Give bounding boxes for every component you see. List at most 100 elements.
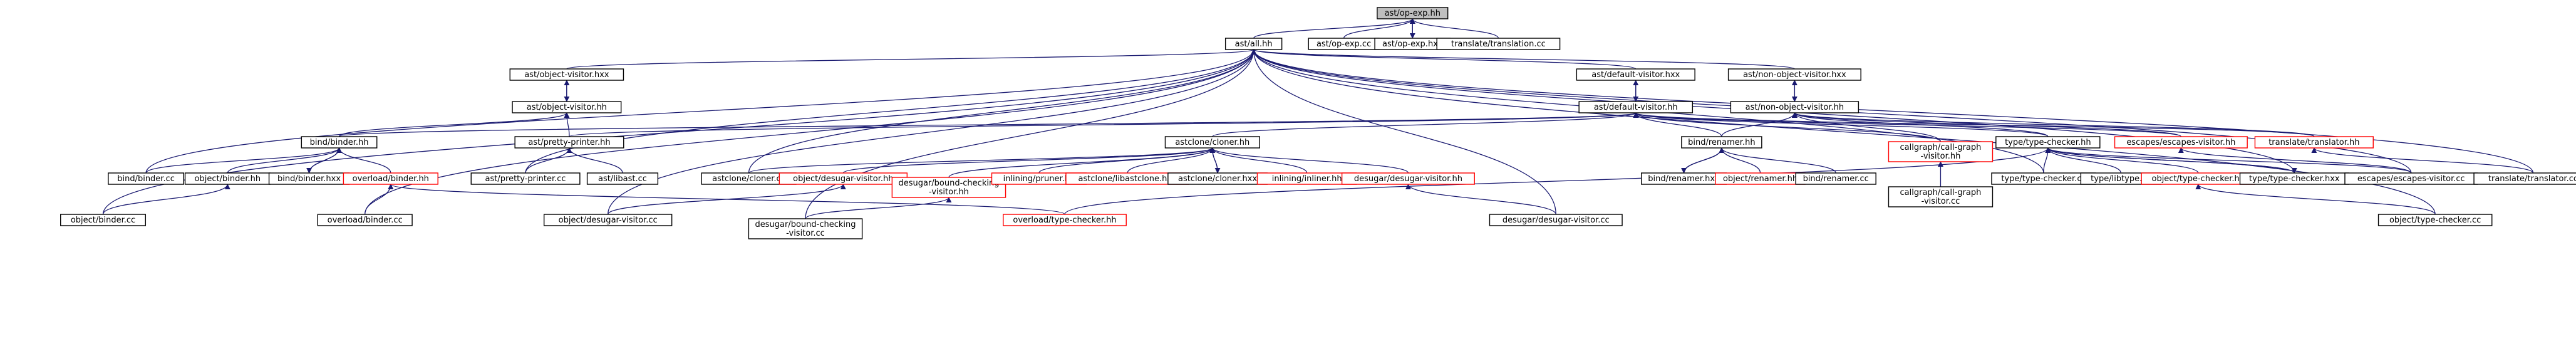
edge-desugar_cc-to-desugar_hh: [1405, 184, 1556, 215]
edge-cloner_hh-to-cloner_hxx: [1212, 147, 1221, 174]
file-node-renamer-hh[interactable]: bind/renamer.hh: [1681, 136, 1762, 149]
node-box: [586, 172, 659, 185]
file-node-callgraph-cc[interactable]: callgraph/call-graph-visitor.cc: [1888, 186, 1994, 207]
edge-escapes_hh-to-nonobjvis_hh: [1792, 112, 2181, 137]
file-node-renamer-cc[interactable]: bind/renamer.cc: [1795, 172, 1876, 185]
file-node-prettyprinter-cc[interactable]: ast/pretty-printer.cc: [470, 172, 581, 185]
node-label: overload/binder.hh: [353, 174, 429, 184]
file-node-nonobjvis-hh[interactable]: ast/non-object-visitor.hh: [1730, 101, 1860, 113]
file-node-objdesugar-hh[interactable]: object/desugar-visitor.hh: [778, 172, 908, 185]
file-node-objrenamer-hh[interactable]: object/renamer.hh: [1715, 172, 1806, 185]
node-label: astclone/cloner.cc: [712, 174, 785, 184]
node-label: ast/op-exp.cc: [1316, 39, 1371, 49]
file-node-libastclone-cc[interactable]: astclone/libastclone.hxx: [1065, 172, 1190, 185]
node-box: [470, 172, 581, 185]
node-box: [1341, 172, 1475, 185]
node-label: desugar/desugar-visitor.hh: [1354, 174, 1462, 184]
file-node-libtype-cc[interactable]: type/libtype.cc: [2080, 172, 2162, 185]
node-label: ast/libast.cc: [598, 174, 647, 184]
file-node-callgraph-hh[interactable]: callgraph/call-graph-visitor.hh: [1888, 141, 1994, 162]
file-node-escapes-cc[interactable]: escapes/escapes-visitor.cc: [2344, 172, 2478, 185]
file-node-binder-hh[interactable]: bind/binder.hh: [301, 136, 378, 149]
edge-translator_cc-to-translator_hh: [2311, 147, 2534, 174]
file-node-opexp-cc[interactable]: ast/op-exp.cc: [1308, 38, 1380, 50]
file-node-objvis-hh[interactable]: ast/object-visitor.hh: [512, 101, 622, 113]
node-box: [1224, 38, 1283, 50]
file-node-defvis-hh[interactable]: ast/default-visitor.hh: [1578, 101, 1694, 113]
node-label: type/type-checker.cc: [2001, 174, 2086, 184]
node-label: ast/op-exp.hxx: [1382, 39, 1443, 49]
file-node-boundcheck-cc[interactable]: desugar/bound-checking-visitor.cc: [748, 218, 863, 239]
node-box: [2473, 172, 2576, 185]
edge-binder_cc-to-binder_hh: [145, 147, 342, 174]
node-label: object/desugar-visitor.cc: [559, 216, 658, 225]
file-node-desugar-cc[interactable]: desugar/desugar-visitor.cc: [1489, 214, 1623, 226]
node-label: translate/translator.cc: [2488, 174, 2576, 184]
edge-objtypechecker_cc-to-objtypechecker_hh: [2195, 184, 2436, 215]
file-node-overload-tc-hh[interactable]: overload/type-checker.hh: [1003, 214, 1127, 226]
file-node-overload-binder-cc[interactable]: overload/binder.cc: [317, 214, 413, 226]
file-node-binder-cc[interactable]: bind/binder.cc: [108, 172, 184, 185]
node-box: [2114, 136, 2248, 149]
file-node-objbinder-hh[interactable]: object/binder.hh: [184, 172, 271, 185]
file-node-boundcheck-hh[interactable]: desugar/bound-checking-visitor.hh: [891, 177, 1006, 198]
node-label: -visitor.hh: [929, 187, 969, 197]
file-node-cloner-cc[interactable]: astclone/cloner.cc: [701, 172, 797, 185]
node-label: ast/pretty-printer.hh: [528, 138, 610, 147]
node-label: bind/binder.cc: [117, 174, 175, 184]
file-node-typechecker-hxx[interactable]: type/type-checker.hxx: [2239, 172, 2349, 185]
file-node-typechecker-hh[interactable]: type/type-checker.hh: [1995, 136, 2101, 149]
file-node-overload-binder-hh[interactable]: overload/binder.hh: [343, 172, 438, 185]
node-box: [301, 136, 378, 149]
edge-opexp_cc-to-opexp_hh: [1343, 18, 1415, 39]
file-node-escapes-hh[interactable]: escapes/escapes-visitor.hh: [2114, 136, 2248, 149]
file-node-nonobjvis-hxx[interactable]: ast/non-object-visitor.hxx: [1727, 68, 1861, 81]
file-node-objbinder-cc[interactable]: object/binder.cc: [60, 214, 147, 226]
node-box: [1795, 172, 1876, 185]
file-node-translator-hh[interactable]: translate/translator.hh: [2254, 136, 2374, 149]
file-node-defvis-hxx[interactable]: ast/default-visitor.hxx: [1576, 68, 1695, 81]
file-node-typechecker-cc[interactable]: type/type-checker.cc: [1991, 172, 2096, 185]
edge-callgraph_hh-to-defvis_hh: [1633, 112, 1942, 142]
file-node-translator-cc[interactable]: translate/translator.cc: [2473, 172, 2576, 185]
node-label: inlining/inliner.hh: [1272, 174, 1342, 184]
node-label: translate/translator.hh: [2268, 138, 2359, 147]
edge-renamer_hh-to-renamer_hxx: [1681, 147, 1722, 174]
file-node-objdesugar-cc[interactable]: object/desugar-visitor.cc: [543, 214, 673, 226]
node-box: [1681, 136, 1762, 149]
edge-desugar_hh-to-cloner_hh: [1209, 147, 1409, 174]
edge-overload_binder_cc-to-all_hh: [365, 49, 1257, 215]
node-label: bind/renamer.hh: [1688, 138, 1755, 147]
edge-objdesugar_hh-to-cloner_hh: [842, 147, 1216, 174]
node-box: [1727, 68, 1861, 81]
file-node-desugar-hh[interactable]: desugar/desugar-visitor.hh: [1341, 172, 1475, 185]
edge-all_hh-to-opexp_hh: [1253, 18, 1415, 39]
edge-objbinder_cc-to-all_hh: [102, 49, 1257, 215]
file-node-pruner-hh[interactable]: inlining/pruner.hh: [991, 172, 1087, 185]
node-label: bind/renamer.hxx: [1648, 174, 1720, 184]
edge-overload_binder_hh-to-binder_hh: [336, 147, 391, 174]
file-node-cloner-hh[interactable]: astclone/cloner.hh: [1164, 136, 1260, 149]
node-box: [60, 214, 147, 226]
node-box: [748, 218, 863, 239]
edge-objtypechecker_hh-to-typechecker_hh: [2045, 147, 2199, 174]
file-node-objtypechecker-hh[interactable]: object/type-checker.hh: [2141, 172, 2256, 185]
file-node-cloner-hxx[interactable]: astclone/cloner.hxx: [1167, 172, 1268, 185]
file-node-objtypechecker-cc[interactable]: object/type-checker.cc: [2377, 214, 2493, 226]
file-node-inliner-hh[interactable]: inlining/inliner.hh: [1256, 172, 1357, 185]
node-box: [108, 172, 184, 185]
file-node-libast-cc[interactable]: ast/libast.cc: [586, 172, 659, 185]
file-node-renamer-hxx[interactable]: bind/renamer.hxx: [1641, 172, 1727, 185]
edge-libastclone_cc-to-cloner_hh: [1127, 147, 1216, 174]
file-node-prettyprinter-hh[interactable]: ast/pretty-printer.hh: [514, 136, 624, 149]
file-node-objvis-hxx[interactable]: ast/object-visitor.hxx: [509, 68, 624, 81]
file-node-translation-cc[interactable]: translate/translation.cc: [1436, 38, 1561, 50]
file-node-all-hh[interactable]: ast/all.hh: [1224, 38, 1283, 50]
node-box: [1489, 214, 1623, 226]
node-label: object/binder.cc: [71, 216, 135, 225]
file-node-opexp-hxx[interactable]: ast/op-exp.hxx: [1374, 38, 1451, 50]
node-label: astclone/cloner.hh: [1175, 138, 1249, 147]
node-label: bind/renamer.cc: [1803, 174, 1869, 184]
file-node-binder-hxx[interactable]: bind/binder.hxx: [268, 172, 350, 185]
